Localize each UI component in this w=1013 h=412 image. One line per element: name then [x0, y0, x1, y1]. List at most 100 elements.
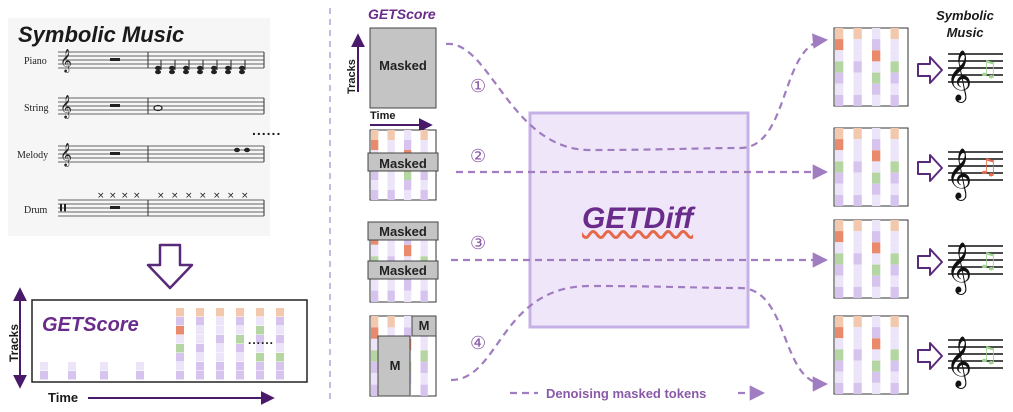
input2-token [404, 180, 412, 190]
output3-token [890, 275, 899, 287]
note-head [211, 65, 217, 71]
score-token [276, 344, 284, 353]
score-token [256, 362, 264, 371]
output2-token [890, 128, 899, 140]
output4-token [853, 349, 862, 361]
score-token [216, 317, 224, 326]
drum-x-icon: × [109, 191, 117, 201]
clef-icon: 𝄥 [60, 196, 66, 220]
score-token [216, 362, 224, 371]
input4-token [420, 384, 428, 396]
output3-token [853, 286, 862, 298]
score-token [216, 344, 224, 353]
input4-token [404, 316, 412, 328]
drum-x-icon: × [121, 191, 129, 201]
score-token [256, 335, 264, 344]
score-token [196, 326, 204, 335]
score-token [256, 308, 264, 317]
input4-token [387, 327, 395, 339]
input4-token [387, 316, 395, 328]
score-token [40, 362, 48, 371]
score-token [216, 308, 224, 317]
output3-token [872, 220, 881, 232]
output3-token [853, 242, 862, 254]
output2-token [890, 161, 899, 173]
input3-token [371, 244, 379, 257]
drum-x-icon: × [213, 191, 221, 201]
score-token [196, 308, 204, 317]
score-token [176, 317, 184, 326]
whole-note [153, 104, 163, 112]
output3-token [872, 286, 881, 298]
output2-token [872, 172, 881, 184]
output4-token [872, 349, 881, 361]
music-note-icon: ♫ [978, 57, 998, 82]
output3-token [835, 275, 844, 287]
output2-token [872, 183, 881, 195]
score-token [236, 308, 244, 317]
output2-token [835, 194, 844, 206]
music-note-icon: ♫ [978, 249, 998, 274]
output3-token [872, 231, 881, 243]
input4-token [404, 327, 412, 339]
right-arrow-icon [917, 56, 943, 84]
score-token [276, 317, 284, 326]
note-head [225, 65, 231, 71]
output4-token [890, 371, 899, 383]
note-head [183, 69, 189, 75]
input4-token [371, 361, 379, 374]
score-token [176, 371, 184, 380]
output3-token [890, 220, 899, 232]
drum-x-icon: × [97, 191, 105, 201]
score-token [256, 344, 264, 353]
note-head [225, 69, 231, 75]
input3-token [371, 279, 379, 291]
input3-token [387, 279, 395, 291]
output4-token [872, 316, 881, 328]
step-number-1: ① [470, 76, 487, 97]
flow-path-1 [445, 33, 829, 152]
output1-token [890, 61, 899, 73]
output3-token [835, 231, 844, 243]
tracks-axis-label-right: Tracks [346, 59, 358, 94]
time-axis-label-right: Time [370, 110, 396, 122]
score-token [196, 362, 204, 371]
clef-icon: 𝄞 [60, 48, 72, 73]
output2-token [853, 183, 862, 195]
score-token [276, 371, 284, 380]
output1-token [890, 39, 899, 51]
output3-token [890, 242, 899, 254]
music-note-icon: ♫ [978, 343, 998, 368]
score-token [236, 362, 244, 371]
output1-token [835, 94, 844, 106]
score-token [216, 335, 224, 344]
output2-token [890, 194, 899, 206]
time-axis-label-left: Time [48, 390, 79, 405]
output4-token [835, 338, 844, 350]
output1-token [890, 83, 899, 95]
score-token [136, 362, 144, 371]
output1-token [872, 39, 881, 51]
output4-token [835, 349, 844, 361]
input3-token [404, 279, 412, 291]
input2-token [420, 170, 428, 180]
output1-token [890, 50, 899, 62]
note-head [239, 69, 245, 75]
output3-token [835, 242, 844, 254]
output1-token [835, 83, 844, 95]
score-token [176, 335, 184, 344]
input2-token [404, 140, 412, 150]
score-token [236, 353, 244, 362]
output1-token [853, 39, 862, 51]
output4-token [872, 327, 881, 339]
track-label-drum: Drum [24, 205, 48, 216]
output2-token [890, 183, 899, 195]
down-arrow-icon [146, 243, 194, 290]
score-token [216, 353, 224, 362]
input3-token [387, 244, 395, 257]
note-head [169, 65, 175, 71]
output1-token [872, 28, 881, 40]
note-head [169, 69, 175, 75]
output1-token [872, 50, 881, 62]
